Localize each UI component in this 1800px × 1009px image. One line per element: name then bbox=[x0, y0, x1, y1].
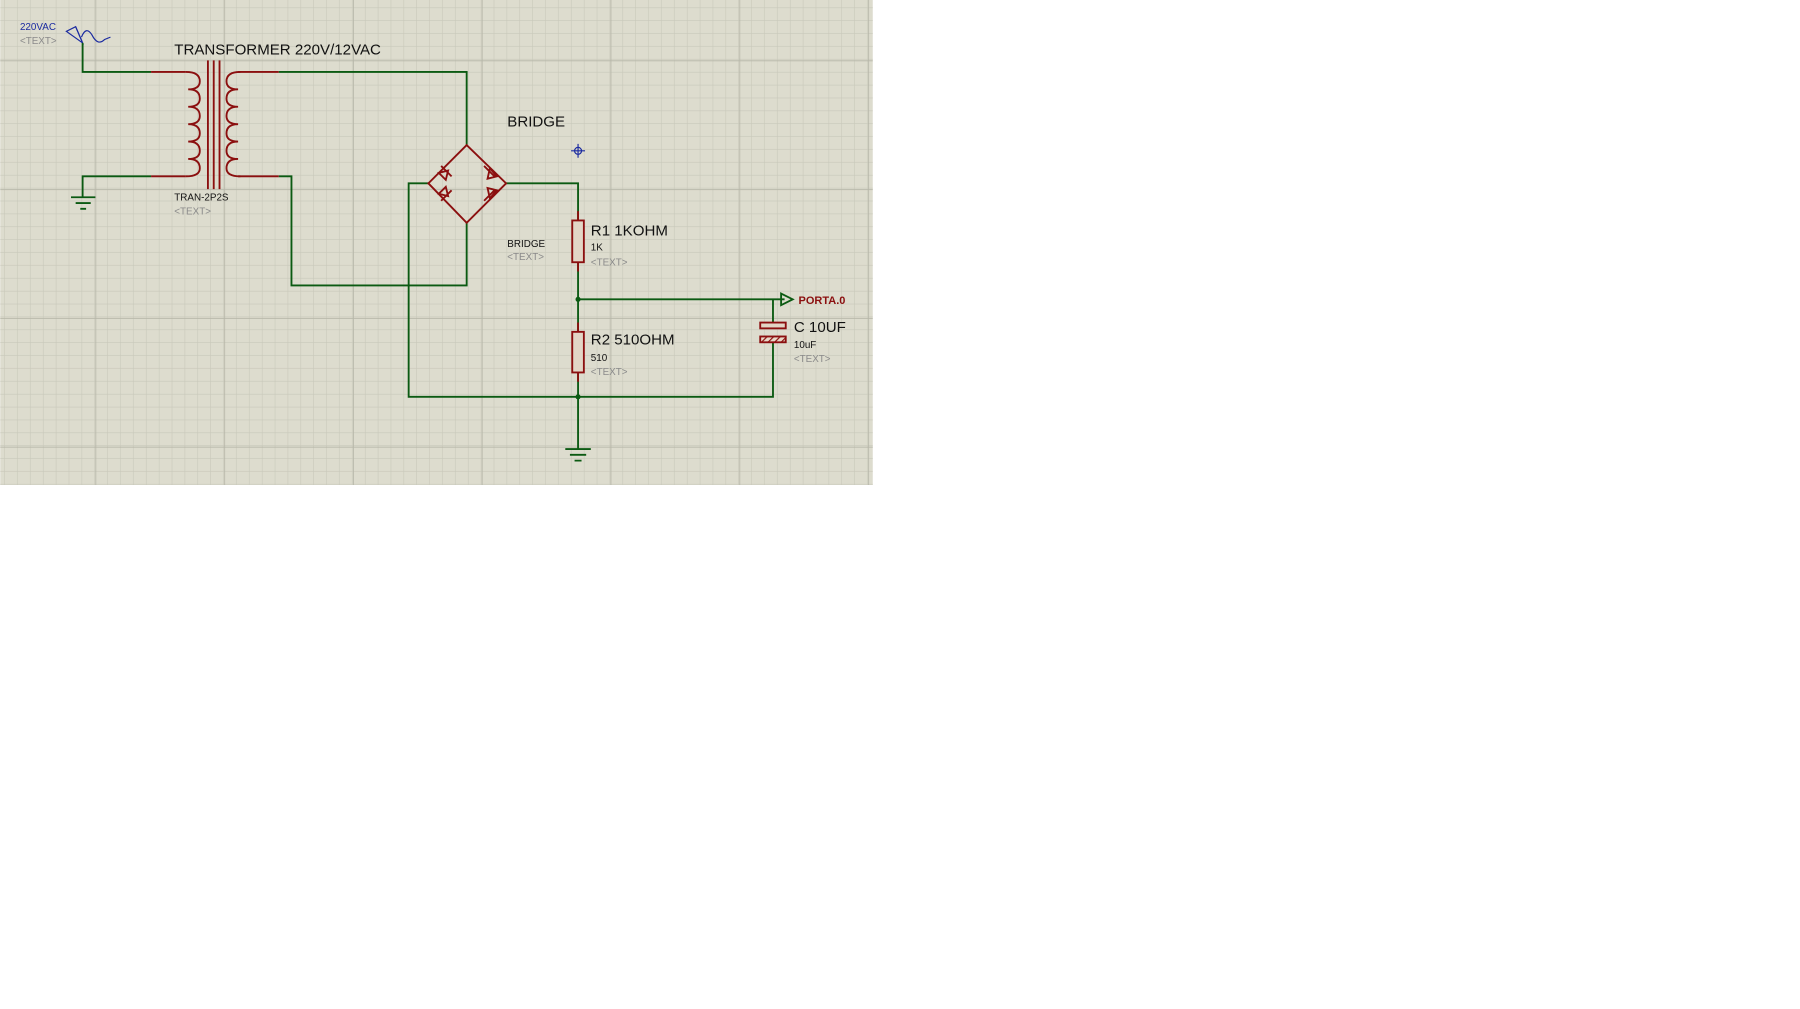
bridge-title: BRIDGE bbox=[507, 113, 565, 130]
ground-icon bbox=[565, 448, 591, 462]
schematic-canvas[interactable]: 220VAC <TEXT> TRANSFORMER 220V/12VAC TRA… bbox=[0, 0, 873, 485]
r2-placeholder: <TEXT> bbox=[591, 367, 628, 378]
transformer-symbol[interactable] bbox=[151, 60, 279, 190]
source-placeholder: <TEXT> bbox=[20, 36, 57, 47]
bridge-part: BRIDGE bbox=[507, 239, 545, 250]
capacitor-c[interactable] bbox=[759, 321, 787, 344]
port-label: PORTA.0 bbox=[799, 295, 846, 307]
resistor-r2[interactable] bbox=[571, 322, 585, 382]
ac-source-icon[interactable] bbox=[65, 25, 111, 45]
grid-major bbox=[0, 0, 873, 485]
transformer-part: TRAN-2P2S bbox=[174, 193, 229, 204]
r1-value: 1K bbox=[591, 243, 603, 254]
bridge-rectifier-symbol[interactable] bbox=[427, 143, 508, 225]
port-arrow-icon[interactable] bbox=[780, 292, 795, 307]
r1-placeholder: <TEXT> bbox=[591, 258, 628, 269]
cap-placeholder: <TEXT> bbox=[794, 354, 831, 365]
r1-title: R1 1KOHM bbox=[591, 223, 668, 240]
transformer-title: TRANSFORMER 220V/12VAC bbox=[174, 42, 381, 59]
resistor-r1[interactable] bbox=[571, 211, 585, 272]
wires bbox=[81, 42, 785, 450]
cap-title: C 10UF bbox=[794, 319, 846, 336]
crosshair-cursor-icon bbox=[571, 143, 586, 158]
cap-value: 10uF bbox=[794, 340, 816, 351]
r2-value: 510 bbox=[591, 353, 608, 364]
transformer-placeholder: <TEXT> bbox=[174, 207, 211, 218]
source-label: 220VAC bbox=[20, 22, 56, 33]
bridge-placeholder: <TEXT> bbox=[507, 252, 544, 263]
ground-icon bbox=[71, 196, 96, 210]
r2-title: R2 510OHM bbox=[591, 332, 675, 349]
